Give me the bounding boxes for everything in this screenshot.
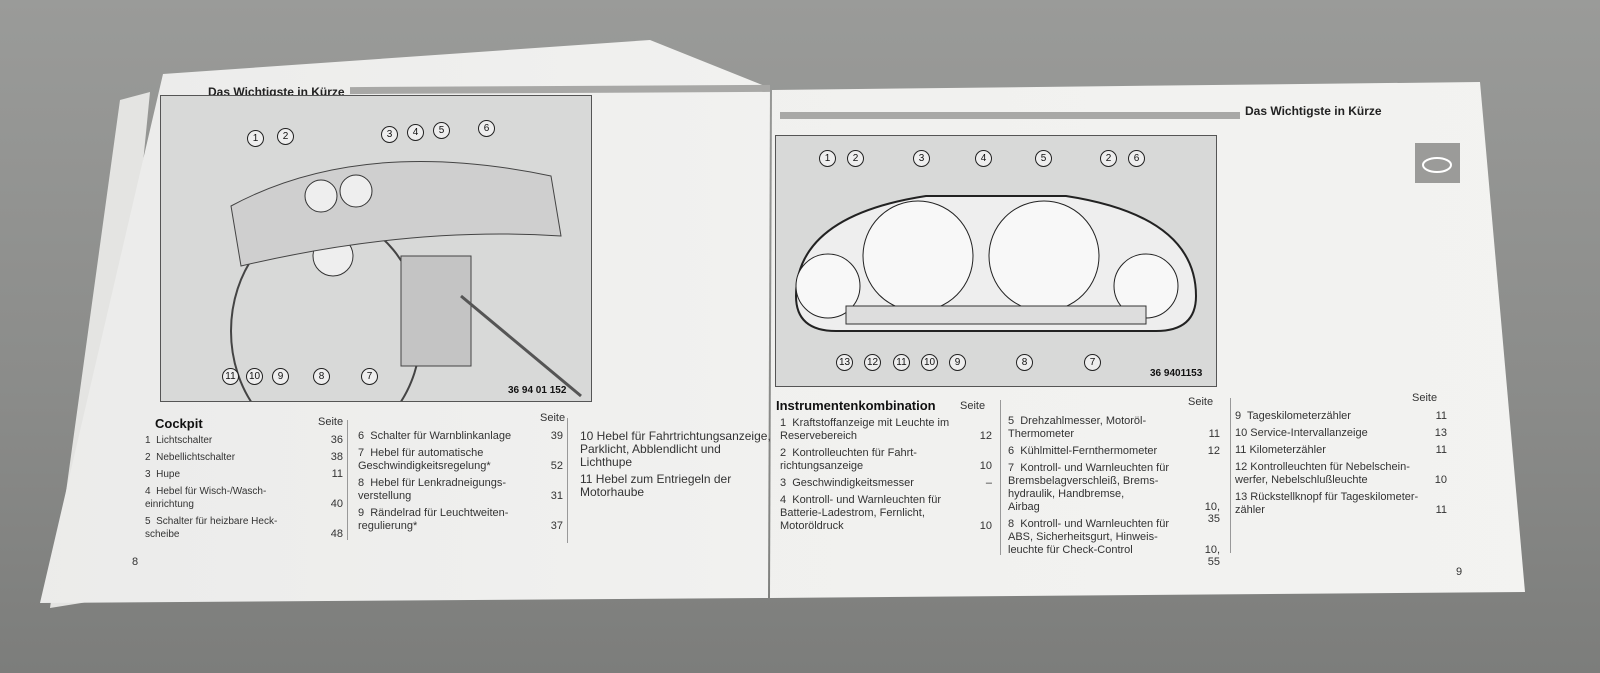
divider: [1000, 400, 1001, 555]
callout-number: 7: [1084, 354, 1101, 371]
callout-number: 11: [893, 354, 910, 371]
page-number: 9: [1456, 566, 1463, 578]
callout-number: 9: [949, 354, 966, 371]
page-ref: 52: [550, 460, 563, 472]
page-ref: 11: [1435, 410, 1447, 422]
callout-number: 1: [247, 130, 264, 147]
list-item-text: 8 Hebel für Lenkradneigungs- verstellung: [358, 477, 506, 502]
divider: [347, 420, 348, 540]
callout-number: 12: [864, 354, 881, 371]
seite-label: Seite: [960, 400, 986, 412]
callout-number: 9: [272, 368, 289, 385]
callout-number: 6: [1128, 150, 1145, 167]
page-ref: 10: [979, 460, 992, 472]
callout-number: 8: [313, 368, 330, 385]
page-ref: 11: [1435, 504, 1447, 516]
seite-label: Seite: [1412, 392, 1438, 404]
callout-number: 3: [913, 150, 930, 167]
list-item-text: 7 Kontroll- und Warnleuchten für Bremsbe…: [1008, 462, 1170, 513]
callout-number: 13: [836, 354, 853, 371]
page-ref: 10: [1434, 474, 1447, 486]
callout-number: 6: [478, 120, 495, 137]
page-ref: 12: [1207, 445, 1220, 457]
page-ref: 10, 55: [1204, 544, 1220, 568]
list-item-text: 5 Schalter für heizbare Heck- scheibe: [145, 516, 278, 540]
list-item-text: 8 Kontroll- und Warnleuchten für ABS, Si…: [1008, 518, 1170, 556]
section-title: Instrumentenkombination: [776, 398, 936, 413]
page-ref: 10, 35: [1204, 501, 1220, 525]
page-ref: –: [985, 477, 992, 489]
list-item-text: 11 Kilometerzähler: [1235, 444, 1326, 456]
list-item-text: 3 Geschwindigkeitsmesser: [780, 477, 914, 489]
list-item-text: 5 Drehzahlmesser, Motoröl- Thermometer: [1008, 415, 1147, 440]
list-item-text: 9 Tageskilometerzähler: [1235, 410, 1351, 422]
figure-code: 36 94 01 152: [508, 385, 567, 396]
list-item-text: 1 Kraftstoffanzeige mit Leuchte im Reser…: [780, 417, 950, 442]
chapter-tab: [1415, 143, 1460, 183]
page-ref: 12: [979, 430, 992, 442]
list-item-text: 12 Kontrolleuchten für Nebelschein- werf…: [1235, 461, 1410, 486]
list-item-text: 7 Hebel für automatische Geschwindigkeit…: [358, 447, 491, 472]
callout-number: 5: [433, 122, 450, 139]
page-ref: 13: [1434, 427, 1447, 439]
list-item-text: 6 Kühlmittel-Fernthermometer: [1008, 445, 1158, 457]
page-ref: 39: [550, 430, 563, 442]
page-ref: 11: [1208, 428, 1220, 440]
page-ref: 37: [550, 520, 563, 532]
list-item-text: 9 Rändelrad für Leuchtweiten- regulierun…: [358, 507, 509, 532]
callout-number: 2: [1100, 150, 1117, 167]
list-item-text: 4 Hebel für Wisch-/Wasch- einrichtung: [145, 486, 267, 510]
figure-code: 36 9401153: [1150, 368, 1203, 379]
callout-number: 11: [222, 368, 239, 385]
seite-label: Seite: [540, 412, 566, 424]
callout-number: 2: [847, 150, 864, 167]
header-bar: [780, 112, 1240, 119]
page-ref: 10: [979, 520, 992, 532]
instrument-drawing: [794, 195, 1198, 332]
list-item-text: 6 Schalter für Warnblinkanlage: [358, 430, 512, 442]
callout-number: 4: [407, 124, 424, 141]
callout-number: 3: [381, 126, 398, 143]
list-item-text: 4 Kontroll- und Warnleuchten für Batteri…: [780, 494, 942, 532]
page-ref: 38: [330, 451, 343, 463]
callout-number: 1: [819, 150, 836, 167]
divider: [1230, 398, 1231, 553]
callout-number: 4: [975, 150, 992, 167]
list-item-text: 2 Kontrolleuchten für Fahrt- richtungsan…: [780, 447, 917, 472]
page-ref: 36: [330, 434, 343, 446]
page-ref: 11: [331, 468, 343, 480]
seite-label: Seite: [1188, 396, 1214, 408]
callout-number: 10: [246, 368, 263, 385]
divider: [567, 418, 568, 543]
list-item-text: 10 Hebel für Fahrtrichtungsanzeige, Park…: [580, 429, 771, 469]
right-header: Das Wichtigste in Kürze: [1245, 104, 1382, 118]
list-item-text: 1 Lichtschalter: [145, 435, 213, 446]
instrument-cluster-illustration: [775, 135, 1217, 387]
cockpit-illustration: [160, 95, 592, 447]
page-ref: 48: [330, 528, 343, 540]
callout-number: 2: [277, 128, 294, 145]
cockpit-drawing: [230, 160, 582, 447]
page-number: 8: [132, 556, 139, 568]
page-ref: 11: [1435, 444, 1447, 456]
callout-number: 7: [361, 368, 378, 385]
list-item-text: 2 Nebellichtschalter: [145, 452, 236, 463]
callout-number: 10: [921, 354, 938, 371]
section-title: Cockpit: [155, 416, 203, 431]
list-item-text: 11 Hebel zum Entriegeln der Motorhaube: [580, 472, 732, 499]
list-item-text: 13 Rückstellknopf für Tageskilometer- zä…: [1235, 491, 1419, 516]
page-ref: 31: [550, 490, 563, 502]
seite-label: Seite: [318, 416, 344, 428]
list-item-text: 3 Hupe: [145, 469, 181, 480]
callout-number: 8: [1016, 354, 1033, 371]
callout-number: 5: [1035, 150, 1052, 167]
list-item-text: 10 Service-Intervallanzeige: [1235, 427, 1368, 439]
page-ref: 40: [330, 498, 343, 510]
